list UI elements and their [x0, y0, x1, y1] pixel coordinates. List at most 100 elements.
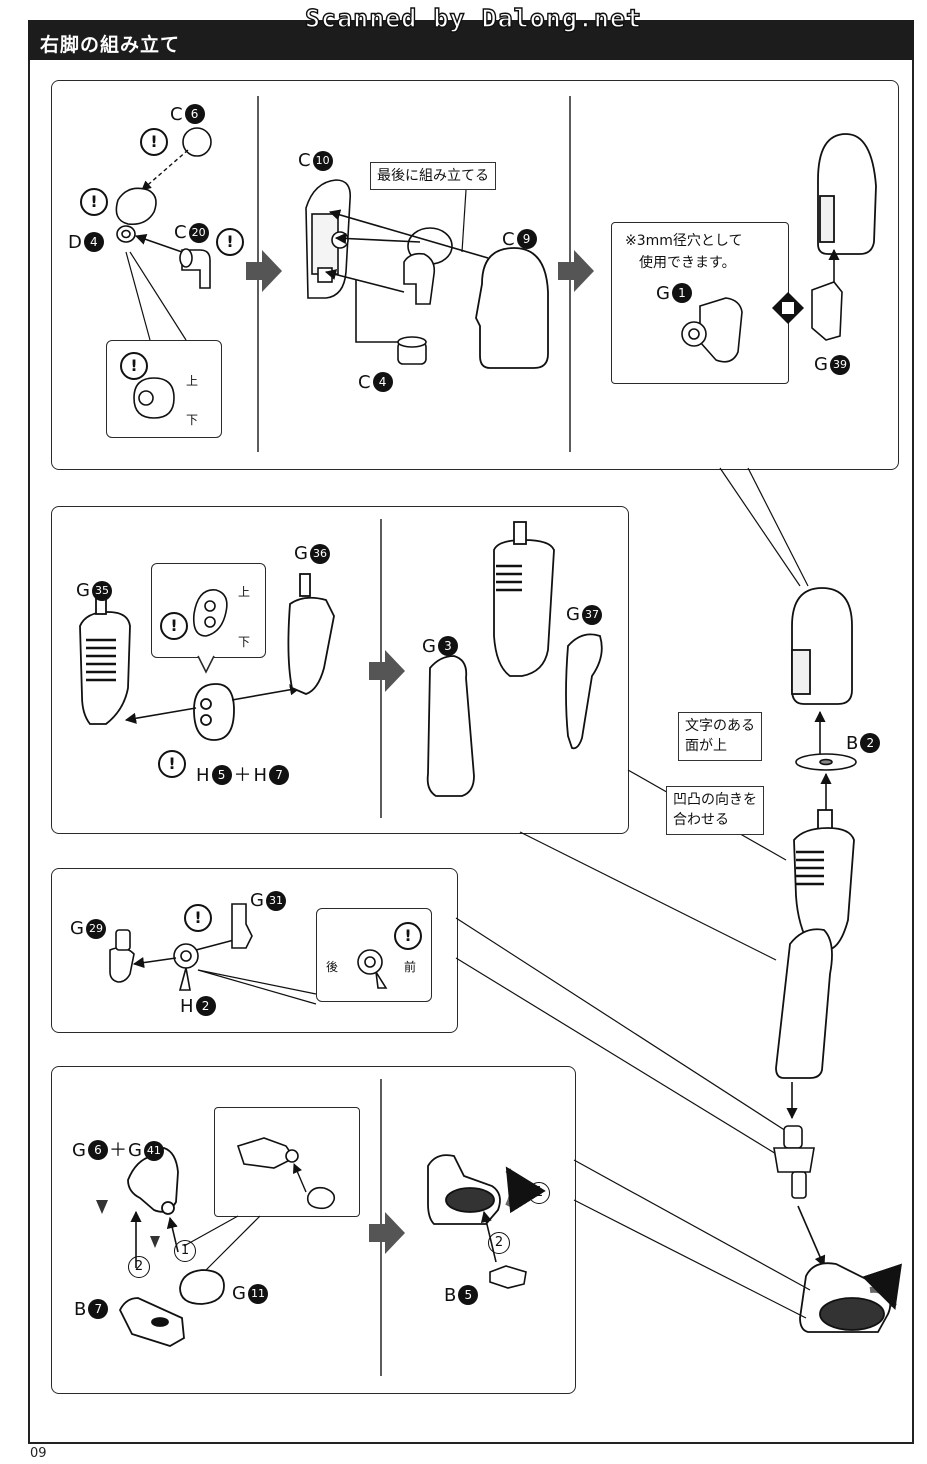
number-badge-1: 1 [671, 283, 692, 303]
number-badge-2: 2 [860, 733, 881, 753]
orientation-up-label: 上 [186, 374, 199, 388]
number-badge-37: 37 [581, 605, 602, 625]
joint-drawing [403, 227, 453, 305]
caution-icon: ! [158, 750, 186, 778]
assembled-leg-drawing [775, 809, 855, 1079]
note-align-line-1: 凹凸の向きを [673, 792, 757, 808]
step-number-1: 1 [174, 1240, 196, 1262]
number-badge-41: 41 [143, 1141, 164, 1161]
number-badge-10: 10 [312, 151, 333, 171]
part-c6-drawing [182, 127, 212, 157]
orientation-down-label: 下 [238, 635, 251, 649]
number-badge-31: 31 [265, 891, 286, 911]
part-c9-drawing [475, 247, 549, 369]
number-badge-7: 7 [88, 1299, 109, 1319]
part-g1-drawing [681, 297, 743, 363]
number-badge-20: 20 [188, 223, 209, 243]
note-text-side-line-1: 文字のある [685, 718, 755, 734]
g11-detail-drawing [236, 1137, 336, 1210]
next-step-arrow-icon [246, 250, 594, 1254]
detail-inset-g1 [611, 222, 789, 384]
caution-icon: ! [80, 188, 108, 216]
number-badge-6: 6 [184, 104, 205, 124]
note-hole-line-2: 使用できます。 [639, 254, 736, 271]
view-change-icon [772, 292, 804, 324]
number-badge-7: 7 [269, 765, 290, 785]
part-c4-drawing [397, 336, 427, 365]
step-number-1: 1 [528, 1182, 550, 1204]
part-g31-drawing [231, 903, 253, 949]
part-g37-drawing [565, 633, 603, 750]
number-badge-29: 29 [85, 919, 106, 939]
part-g3-drawing [426, 655, 475, 797]
part-b2-drawing [795, 753, 857, 771]
number-badge-11: 11 [247, 1284, 268, 1304]
caution-icon: ! [184, 904, 212, 932]
page-title: 右脚の組み立て [40, 34, 181, 56]
caution-pin-marks [96, 1200, 160, 1248]
d4-detail-drawing [133, 377, 175, 419]
part-d4-drawing [115, 187, 157, 243]
part-thigh-upper-drawing [493, 521, 555, 677]
number-badge-39: 39 [829, 355, 850, 375]
part-g11-drawing [179, 1269, 225, 1305]
number-badge-4: 4 [83, 232, 104, 252]
h2-detail-drawing [357, 949, 388, 989]
part-c20-drawing [179, 248, 211, 289]
part-g39-drawing [811, 281, 843, 341]
note-align-line-2: 合わせる [673, 812, 729, 829]
number-badge-4: 4 [372, 372, 393, 392]
part-cap-c9-drawing [817, 133, 877, 255]
step-number-2: 2 [128, 1256, 150, 1278]
note-assemble-last: 最後に組み立てる [370, 162, 496, 191]
foot-assembly-drawing [427, 1154, 501, 1225]
note-hole-line-1: ※3mm径穴として [625, 233, 743, 249]
part-g35-drawing [79, 595, 131, 725]
number-badge-35: 35 [91, 581, 112, 601]
number-badge-5: 5 [458, 1285, 479, 1305]
number-badge-5: 5 [211, 765, 232, 785]
orientation-down-label: 下 [186, 413, 199, 427]
page-number: 09 [30, 1446, 47, 1461]
part-b7-drawing [118, 1297, 185, 1347]
step-number-2: 2 [488, 1232, 510, 1254]
caution-icon: ! [140, 128, 168, 156]
page-frame [28, 60, 914, 1444]
assembled-thigh-cap-drawing [791, 587, 853, 705]
assembled-foot-drawing [799, 1262, 892, 1333]
note-hole-usage: ※3mm径穴として 使用できます。 [625, 231, 743, 274]
part-g29-drawing [109, 929, 135, 983]
number-badge-36: 36 [309, 544, 330, 564]
header-bar [28, 20, 914, 60]
part-b5-drawing [489, 1265, 527, 1289]
caution-icon: ! [120, 352, 148, 380]
caution-icon: ! [216, 228, 244, 256]
number-badge-2: 2 [195, 996, 216, 1016]
part-g6-g41-drawing [127, 1147, 179, 1215]
number-badge-3: 3 [437, 636, 458, 656]
note-text-side-up: 文字のある 面が上 [678, 712, 762, 761]
h5-detail-drawing [192, 589, 228, 637]
orientation-front-label: 前 [404, 960, 417, 974]
part-g36-drawing [287, 573, 335, 695]
note-align-bumps: 凹凸の向きを 合わせる [666, 786, 764, 835]
part-h5-drawing [193, 683, 235, 741]
part-h2-drawing [173, 943, 199, 991]
